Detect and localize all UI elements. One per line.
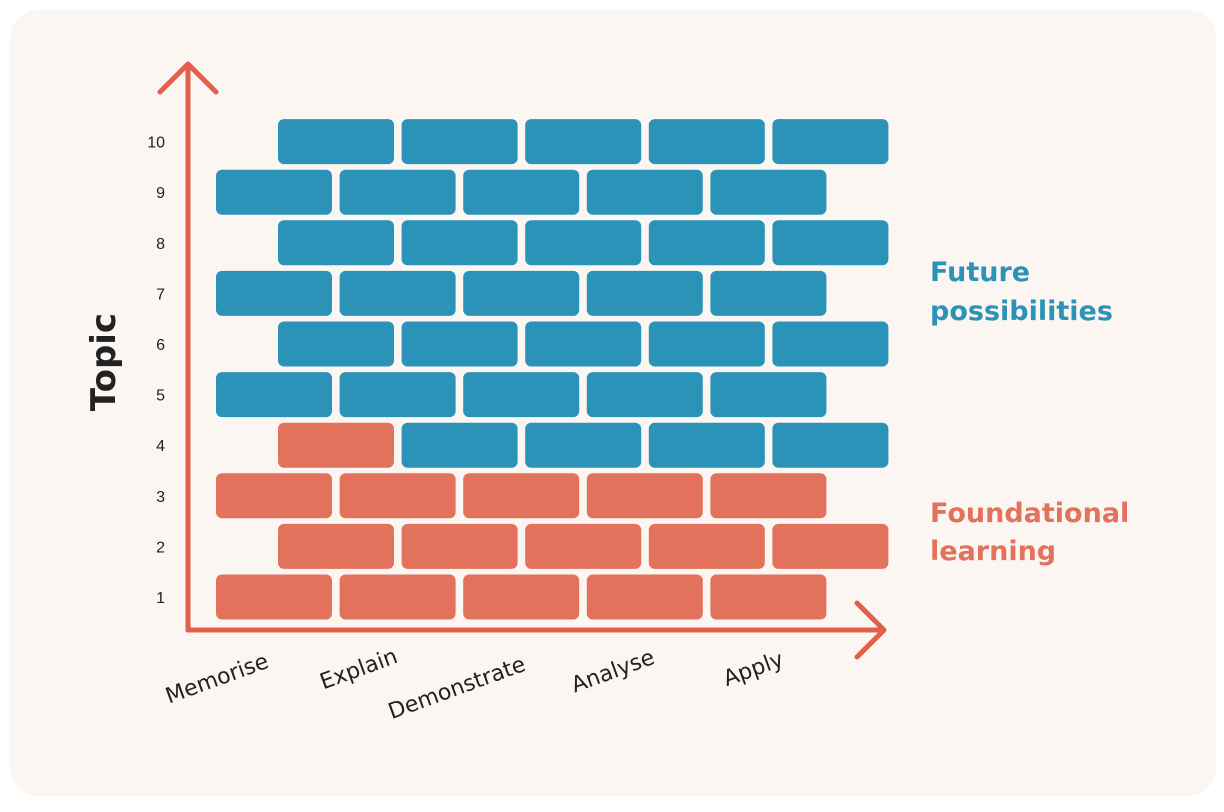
future-brick	[525, 422, 642, 468]
brick-wall	[216, 119, 889, 620]
future-brick	[339, 270, 456, 316]
x-category-label: Analyse	[568, 645, 658, 698]
foundational-brick	[216, 574, 332, 620]
future-brick	[772, 220, 889, 266]
foundational-brick	[710, 473, 827, 519]
future-brick	[710, 372, 827, 418]
x-category-label: Apply	[720, 647, 787, 692]
future-brick	[278, 220, 394, 266]
future-brick	[586, 372, 703, 418]
future-brick	[463, 169, 580, 215]
future-brick	[772, 422, 889, 468]
y-tick-label: 5	[156, 388, 165, 405]
y-tick-label: 6	[156, 337, 165, 354]
y-tick-label: 10	[147, 135, 165, 152]
y-tick-label: 4	[156, 438, 165, 455]
x-category-label: Explain	[317, 644, 401, 695]
future-brick	[278, 321, 394, 367]
future-brick	[525, 321, 642, 367]
future-brick	[401, 321, 518, 367]
future-brick	[339, 169, 456, 215]
x-axis	[185, 600, 887, 660]
foundational-brick	[586, 574, 703, 620]
foundational-brick	[401, 523, 518, 569]
future-brick	[525, 220, 642, 266]
y-tick-label: 1	[156, 590, 165, 607]
future-brick	[648, 321, 765, 367]
legend-foundational-line2: learning	[930, 536, 1056, 567]
y-tick-label: 9	[156, 185, 165, 202]
x-category-label: Memorise	[162, 649, 272, 709]
legend: Future possibilities Foundational learni…	[930, 257, 1129, 567]
foundational-brick	[339, 574, 456, 620]
future-brick	[648, 422, 765, 468]
future-brick	[339, 372, 456, 418]
foundational-brick	[586, 473, 703, 519]
foundational-brick	[339, 473, 456, 519]
future-brick	[525, 119, 642, 165]
foundational-brick	[463, 574, 580, 620]
future-brick	[216, 270, 332, 316]
legend-future-line1: Future	[930, 257, 1030, 288]
future-brick	[401, 119, 518, 165]
y-axis-arrowhead	[157, 61, 219, 95]
legend-foundational-line1: Foundational	[930, 498, 1129, 529]
foundational-brick	[278, 422, 394, 468]
y-tick-label: 8	[156, 236, 165, 253]
x-category-label: Demonstrate	[385, 652, 529, 725]
foundational-brick	[216, 473, 332, 519]
future-brick	[216, 169, 332, 215]
future-brick	[710, 270, 827, 316]
foundational-brick	[710, 574, 827, 620]
foundational-brick	[278, 523, 394, 569]
future-brick	[401, 422, 518, 468]
future-brick	[586, 169, 703, 215]
future-brick	[648, 220, 765, 266]
future-brick	[401, 220, 518, 266]
legend-future-line2: possibilities	[930, 296, 1113, 327]
future-brick	[710, 169, 827, 215]
future-brick	[463, 270, 580, 316]
future-brick	[278, 119, 394, 165]
foundational-brick	[648, 523, 765, 569]
y-tick-label: 2	[156, 539, 165, 556]
y-tick-labels: 1 2 3 4 5 6 7 8 9 10	[147, 135, 165, 607]
x-axis-arrowhead	[854, 600, 887, 660]
foundational-brick	[463, 473, 580, 519]
y-tick-label: 7	[156, 286, 165, 303]
y-axis	[157, 61, 219, 633]
y-axis-label: Topic	[84, 313, 124, 411]
future-brick	[772, 321, 889, 367]
future-brick	[772, 119, 889, 165]
foundational-brick	[772, 523, 889, 569]
future-brick	[463, 372, 580, 418]
future-brick	[648, 119, 765, 165]
foundational-brick	[525, 523, 642, 569]
y-tick-label: 3	[156, 489, 165, 506]
future-brick	[586, 270, 703, 316]
future-brick	[216, 372, 332, 418]
